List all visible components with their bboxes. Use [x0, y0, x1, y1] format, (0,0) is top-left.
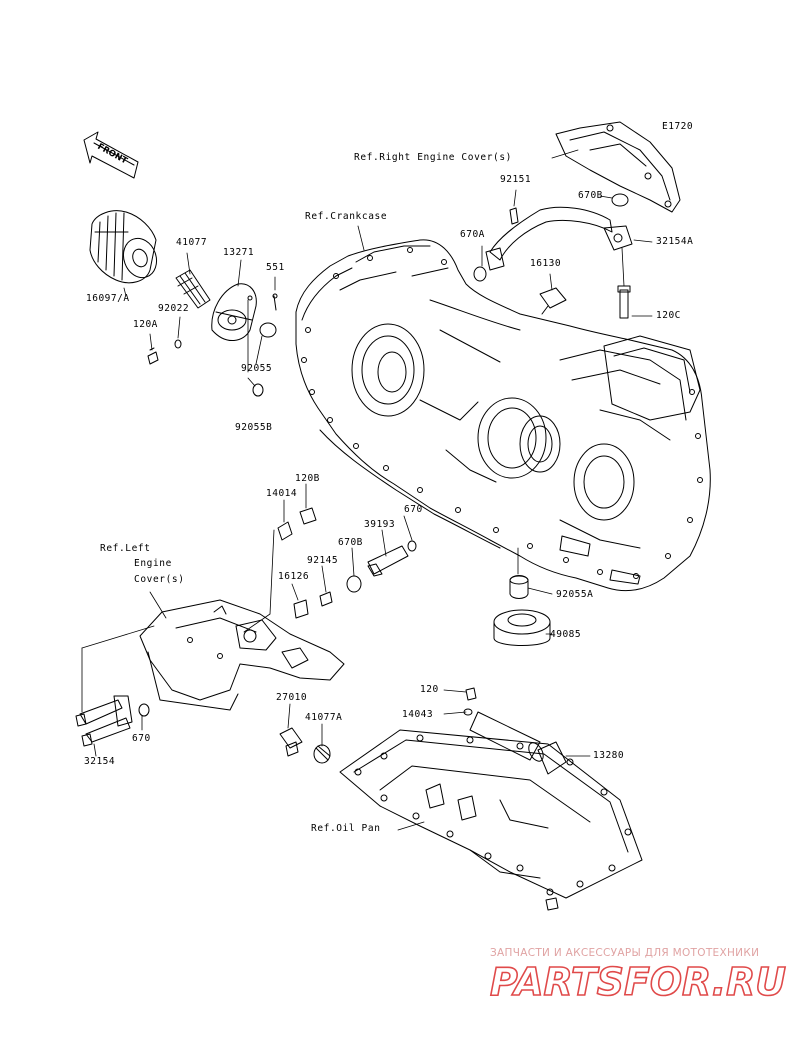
- watermark-logo-text: PARTSFOR.RU: [490, 960, 786, 1004]
- bolt-120A: [147, 351, 159, 365]
- part-label-670-low: 670: [132, 733, 151, 744]
- part-label-14043: 14043: [402, 709, 434, 720]
- o-ring-670B-mid: [346, 575, 362, 593]
- left-engine-cover-part: [139, 599, 345, 711]
- part-label-92055: 92055: [241, 363, 273, 374]
- part-label-16097A: 16097/A: [86, 293, 130, 304]
- o-ring-92055: [259, 322, 277, 338]
- o-ring-92055A: [509, 575, 529, 599]
- switch-16130: [539, 287, 567, 309]
- part-label-13280: 13280: [593, 750, 625, 761]
- plug-27010: [279, 727, 303, 749]
- bolt-120: [465, 687, 477, 701]
- part-label-92151: 92151: [500, 174, 532, 185]
- oil-filter-fitting-part: [175, 269, 211, 309]
- strainer-tube: [469, 711, 541, 761]
- middle-parts: [277, 507, 417, 619]
- right-engine-cover-part: [555, 121, 681, 213]
- part-label-120C: 120C: [656, 310, 681, 321]
- lower-right-parts: [493, 547, 553, 646]
- part-label-16126: 16126: [278, 571, 310, 582]
- part-label-92145: 92145: [307, 555, 339, 566]
- leader-lines-right-top: [357, 149, 653, 317]
- part-label-551: 551: [266, 262, 285, 273]
- diagram-code: E1720: [662, 121, 694, 132]
- part-label-32154: 32154: [84, 756, 116, 767]
- oil-pipe-lower-part: [75, 695, 150, 747]
- o-ring-670-low: [138, 703, 150, 717]
- part-label-92055A: 92055A: [556, 589, 594, 600]
- o-ring-670A: [473, 266, 487, 282]
- leader-lines-left: [123, 252, 276, 387]
- plug-92145: [319, 591, 333, 607]
- part-label-16130: 16130: [530, 258, 562, 269]
- o-ring-670-mid: [407, 540, 417, 552]
- part-label-92055B: 92055B: [235, 422, 273, 433]
- collar-16126: [293, 599, 309, 619]
- filter-bracket-part: [211, 283, 257, 341]
- part-label-670A: 670A: [460, 229, 485, 240]
- front-arrow-label: FRONT: [96, 142, 129, 167]
- leader-lines-middle: [81, 483, 413, 757]
- bolt-120B: [299, 507, 317, 525]
- part-label-120: 120: [420, 684, 439, 695]
- oil-filter-part: [89, 210, 158, 284]
- ref-left-engine-cover-2: Engine: [134, 558, 172, 569]
- part-label-670B-top: 670B: [578, 190, 603, 201]
- watermark-logo: PARTSFOR.RU: [489, 959, 787, 1005]
- part-label-41077: 41077: [176, 237, 208, 248]
- bolt-120C: [619, 289, 629, 319]
- ref-left-engine-cover-1: Ref.Left: [100, 543, 151, 554]
- part-label-13271: 13271: [223, 247, 255, 258]
- part-label-120A: 120A: [133, 319, 158, 330]
- part-label-120B: 120B: [295, 473, 320, 484]
- part-label-670-mid: 670: [404, 504, 423, 515]
- part-label-39193: 39193: [364, 519, 396, 530]
- pipe-39193: [367, 545, 409, 575]
- watermark-caption: ЗАПЧАСТИ И АКСЕССУАРЫ ДЛЯ МОТОТЕХНИКИ: [490, 947, 760, 959]
- front-arrow-icon: [83, 131, 139, 179]
- washer-92022: [174, 339, 182, 349]
- oil-pipe-upper-part: [473, 193, 633, 319]
- ref-left-engine-cover-3: Cover(s): [134, 574, 185, 585]
- part-label-32154A: 32154A: [656, 236, 694, 247]
- ref-right-engine-cover: Ref.Right Engine Cover(s): [354, 152, 512, 163]
- part-label-14014: 14014: [266, 488, 298, 499]
- part-label-92022: 92022: [158, 303, 190, 314]
- crankcase-part: [295, 239, 711, 592]
- ref-oil-pan: Ref.Oil Pan: [311, 823, 381, 834]
- part-label-49085: 49085: [550, 629, 582, 640]
- gasket-13280: [537, 741, 567, 775]
- ref-crankcase: Ref.Crankcase: [305, 211, 388, 222]
- bracket-14014: [277, 521, 293, 541]
- leader-lines-lower: [287, 689, 591, 831]
- part-label-670B-mid: 670B: [338, 537, 363, 548]
- part-label-27010: 27010: [276, 692, 308, 703]
- part-label-41077A: 41077A: [305, 712, 343, 723]
- o-ring-670B-top: [611, 193, 629, 207]
- bolt-92151: [509, 207, 519, 225]
- oil-pan-attachments: [279, 687, 567, 775]
- oil-pan-part: [339, 729, 643, 911]
- o-ring-92055B: [252, 383, 264, 397]
